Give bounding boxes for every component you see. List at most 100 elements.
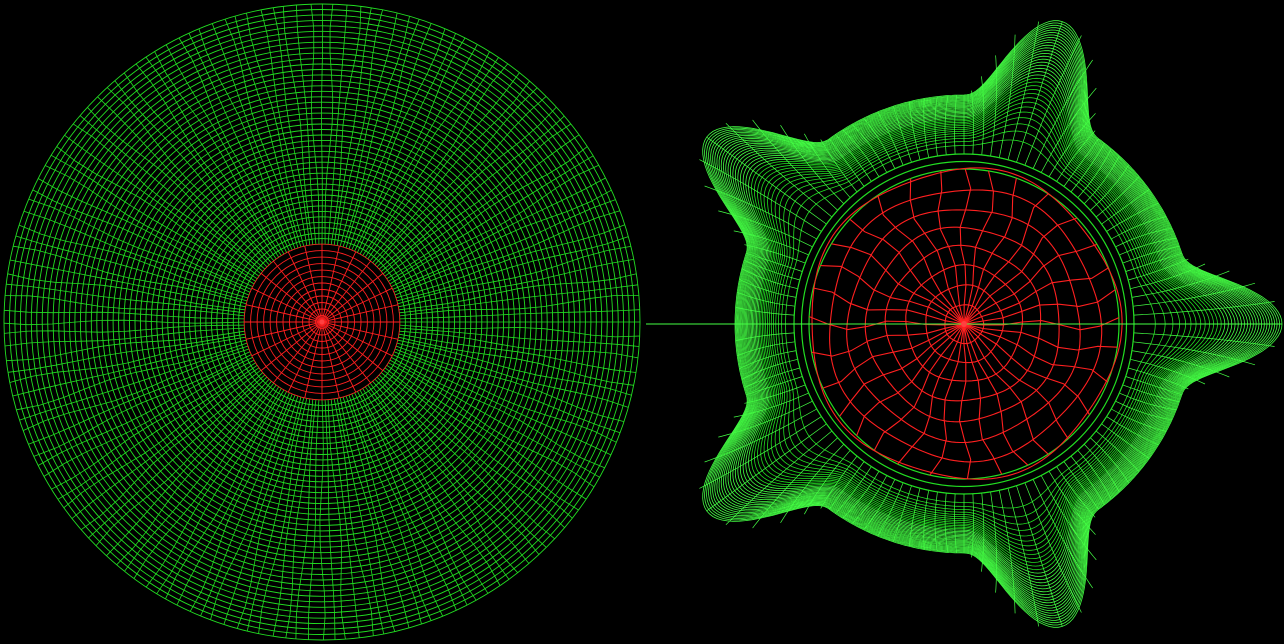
outer-spoke bbox=[22, 348, 250, 431]
outer-spoke bbox=[6, 283, 245, 314]
outer-spoke bbox=[376, 96, 547, 268]
petal-spoke bbox=[820, 455, 858, 509]
outer-spoke bbox=[388, 155, 594, 282]
center-node bbox=[961, 321, 967, 327]
petal-spoke bbox=[908, 488, 921, 547]
petal-spoke bbox=[981, 493, 985, 572]
outer-spoke bbox=[394, 210, 621, 296]
outer-spoke bbox=[9, 336, 246, 383]
outer-spoke bbox=[15, 235, 248, 302]
outer-spoke bbox=[12, 339, 247, 397]
outer-spoke bbox=[374, 378, 540, 555]
outer-spoke bbox=[16, 342, 248, 411]
outer-spoke bbox=[71, 369, 262, 519]
petal-spoke bbox=[944, 493, 949, 553]
petal-spoke bbox=[842, 129, 880, 177]
inner-spoke bbox=[873, 323, 965, 451]
petal-spoke bbox=[735, 307, 795, 316]
inner-spoke bbox=[304, 321, 323, 399]
outer-spoke bbox=[123, 72, 275, 262]
outer-spoke bbox=[72, 123, 262, 275]
outer-spoke bbox=[348, 23, 432, 250]
petal-spoke bbox=[835, 134, 872, 182]
outer-spoke bbox=[4, 327, 245, 347]
petal-spoke bbox=[923, 490, 930, 550]
outer-spoke bbox=[336, 9, 383, 246]
outer-spoke bbox=[95, 376, 268, 547]
outer-spoke bbox=[382, 123, 572, 275]
outer-spoke bbox=[234, 16, 302, 248]
inner-spoke bbox=[813, 287, 965, 325]
inner-spoke bbox=[839, 323, 965, 417]
inner-spoke bbox=[963, 323, 1049, 455]
outer-spoke bbox=[388, 362, 595, 488]
outer-spoke bbox=[246, 13, 305, 247]
outer-spoke bbox=[38, 178, 253, 287]
outer-spoke bbox=[380, 115, 565, 272]
outer-spoke bbox=[63, 367, 260, 509]
outer-spoke bbox=[399, 284, 638, 314]
petal-spoke bbox=[971, 493, 974, 558]
outer-spoke bbox=[51, 154, 256, 282]
outer-spoke bbox=[367, 63, 509, 260]
inner-spoke bbox=[831, 243, 965, 325]
petal-spoke bbox=[741, 358, 798, 380]
petal-spoke bbox=[739, 350, 797, 370]
outer-spoke bbox=[236, 396, 302, 629]
inner-spoke bbox=[963, 317, 1120, 331]
outer-spoke bbox=[339, 12, 398, 247]
inner-spoke bbox=[321, 304, 399, 323]
outer-spoke bbox=[211, 23, 296, 250]
outer-spoke bbox=[369, 382, 518, 573]
outer-spoke bbox=[357, 391, 468, 606]
petal-spoke bbox=[1048, 113, 1096, 177]
outer-spoke bbox=[342, 16, 410, 248]
outer-spoke bbox=[393, 351, 617, 443]
deformed-flower-mesh bbox=[646, 20, 1283, 628]
outer-spoke bbox=[399, 309, 640, 320]
outer-spoke bbox=[364, 386, 501, 586]
outer-spoke bbox=[392, 189, 612, 290]
outer-spoke bbox=[374, 87, 538, 266]
petal-spoke bbox=[780, 443, 845, 523]
petal-spoke bbox=[1090, 437, 1129, 484]
outer-spoke bbox=[19, 345, 249, 421]
outer-spoke bbox=[345, 19, 420, 249]
petal-spoke bbox=[741, 268, 798, 290]
outer-spoke bbox=[258, 398, 308, 634]
outer-spoke bbox=[397, 339, 632, 396]
petal-spoke bbox=[1048, 471, 1096, 535]
outer-spoke bbox=[333, 7, 372, 246]
petal-spoke bbox=[737, 341, 795, 357]
outer-spoke bbox=[106, 378, 270, 557]
petal-spoke bbox=[725, 122, 833, 218]
petal-spoke bbox=[892, 485, 912, 542]
outer-spoke bbox=[336, 398, 385, 634]
petal-spoke bbox=[877, 482, 904, 537]
outer-spoke bbox=[389, 359, 600, 478]
inner-spoke bbox=[273, 260, 323, 323]
outer-spoke bbox=[382, 369, 573, 519]
outer-spoke bbox=[354, 392, 457, 611]
outer-spoke bbox=[32, 189, 252, 290]
petal-spoke bbox=[1125, 376, 1182, 396]
petal-spoke bbox=[934, 491, 938, 552]
outer-spoke bbox=[324, 4, 334, 245]
petal-spoke bbox=[1131, 270, 1230, 298]
outer-spoke bbox=[367, 384, 510, 580]
inner-spoke bbox=[856, 323, 965, 437]
outer-spoke bbox=[178, 37, 287, 253]
inner-spoke bbox=[963, 323, 1109, 383]
outer-spoke bbox=[391, 177, 606, 287]
outer-spoke bbox=[80, 372, 264, 531]
petal-spoke bbox=[851, 124, 888, 173]
outer-spoke bbox=[28, 351, 251, 445]
petal-spoke bbox=[699, 159, 822, 232]
outer-spoke bbox=[79, 115, 264, 272]
outer-spoke bbox=[223, 395, 299, 625]
petal-spoke bbox=[944, 95, 949, 155]
outer-spoke bbox=[392, 354, 612, 456]
outer-spoke bbox=[330, 6, 362, 245]
petal-spoke bbox=[1083, 443, 1120, 493]
outer-spoke bbox=[394, 348, 621, 434]
